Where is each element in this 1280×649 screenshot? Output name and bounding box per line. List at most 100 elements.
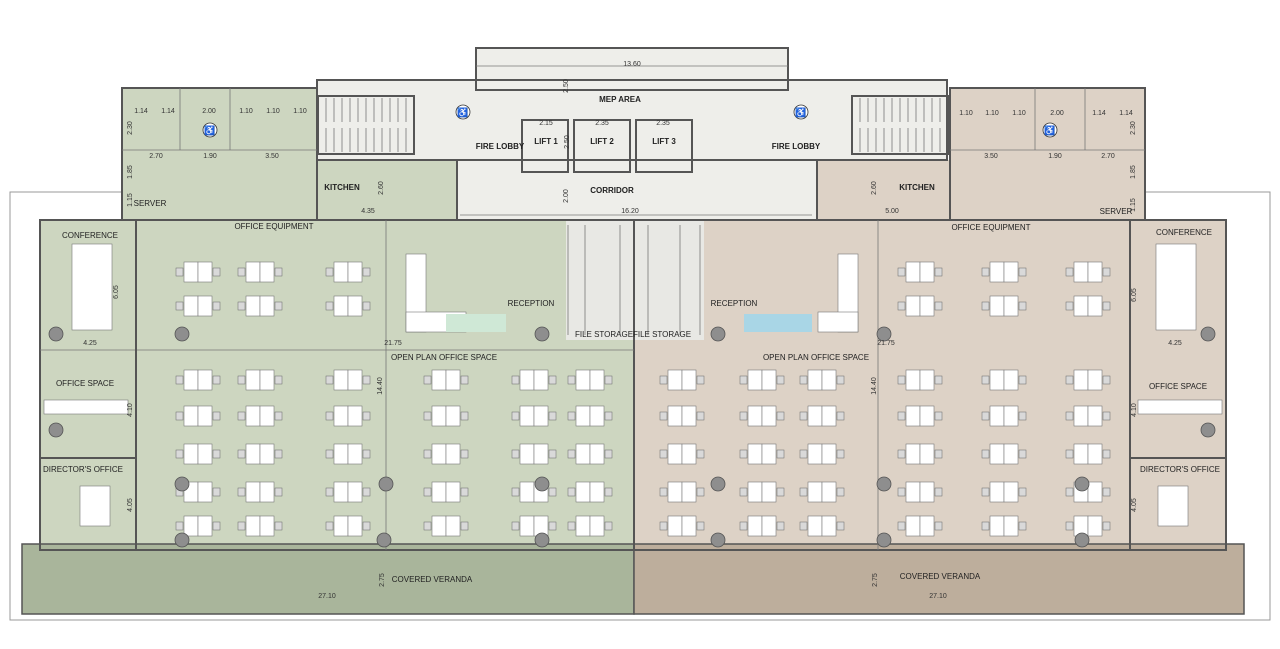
office-chair-icon	[1018, 487, 1027, 497]
office-chair-icon	[1102, 487, 1111, 497]
office-chair-icon	[548, 521, 557, 531]
dim-wc-110-left-b: 1.10	[266, 108, 280, 115]
accessible-toilet-icon: ♿ ♿ ♿ ♿	[202, 104, 1058, 138]
office-chair-icon	[567, 411, 576, 421]
left-service-block	[122, 88, 317, 220]
reception-water-left	[446, 314, 506, 332]
dim-veranda-w-right: 27.10	[929, 593, 947, 600]
office-equipment-left-label: OFFICE EQUIPMENT	[234, 222, 313, 231]
office-chair-icon	[1065, 521, 1074, 531]
right-service-block	[950, 88, 1145, 220]
dim-wc-110-right-b: 1.10	[985, 110, 999, 117]
office-chair-icon	[604, 411, 613, 421]
office-chair-icon	[511, 375, 520, 385]
office-chair-icon	[362, 449, 371, 459]
office-chair-icon	[659, 375, 668, 385]
walls	[39, 47, 1227, 551]
office-chair-icon	[274, 375, 283, 385]
svg-text:♿: ♿	[457, 106, 468, 117]
office-chair-icon	[175, 449, 184, 459]
office-chair-icon	[696, 449, 705, 459]
office-chair-icon	[934, 449, 943, 459]
office-space-right-label: OFFICE SPACE	[1149, 382, 1207, 391]
office-chair-icon	[934, 375, 943, 385]
reception-counter-right-return	[817, 311, 859, 333]
office-chair-icon	[460, 375, 469, 385]
dim-mep-height: 2.50	[563, 79, 570, 93]
office-chair-icon	[776, 449, 785, 459]
office-chair-icon	[981, 411, 990, 421]
office-chair-icon	[237, 487, 246, 497]
office-chair-icon	[548, 411, 557, 421]
office-chair-icon	[175, 301, 184, 311]
office-chair-icon	[659, 411, 668, 421]
office-desk-left	[43, 399, 129, 415]
dim-lift1: 2.15	[539, 120, 553, 127]
office-chair-icon	[836, 521, 845, 531]
structural-column-icon	[376, 532, 392, 548]
office-desk-right	[1137, 399, 1223, 415]
structural-column-icon	[534, 532, 550, 548]
structural-column-icon	[48, 422, 64, 438]
structural-column-icon	[174, 326, 190, 342]
structural-column-icon	[534, 326, 550, 342]
server-left-label: SERVER	[134, 199, 167, 208]
office-chair-icon	[981, 267, 990, 277]
office-chair-icon	[776, 375, 785, 385]
office-space-left-label: OFFICE SPACE	[56, 379, 114, 388]
office-chair-icon	[212, 267, 221, 277]
office-chair-icon	[836, 375, 845, 385]
office-chair-icon	[237, 521, 246, 531]
dim-wc-14b-right: 1.14	[1119, 110, 1133, 117]
office-chair-icon	[175, 267, 184, 277]
file-storage-left-label: FILE STORAGE	[575, 330, 633, 339]
office-chair-icon	[776, 411, 785, 421]
dim-office-h-left: 4.10	[127, 403, 134, 417]
office-chair-icon	[511, 411, 520, 421]
dim-wc-b-right: 1.90	[1048, 153, 1062, 160]
structural-column-icon	[534, 476, 550, 492]
office-chair-icon	[237, 375, 246, 385]
office-chair-icon	[981, 301, 990, 311]
office-chair-icon	[362, 411, 371, 421]
office-chair-icon	[1102, 411, 1111, 421]
office-chair-icon	[659, 521, 668, 531]
office-chair-icon	[799, 375, 808, 385]
office-chair-icon	[1018, 267, 1027, 277]
office-chair-icon	[1018, 301, 1027, 311]
left-kitchen-block	[317, 160, 457, 220]
office-chair-icon	[1065, 375, 1074, 385]
office-chair-icon	[776, 521, 785, 531]
structural-column-icon	[378, 476, 394, 492]
fire-lobby-left-label: FIRE LOBBY	[476, 142, 525, 151]
dim-lift-height: 2.50	[564, 135, 571, 149]
office-chair-icon	[739, 487, 748, 497]
covered-veranda-right-label: COVERED VERANDA	[900, 572, 981, 581]
office-chair-icon	[212, 449, 221, 459]
dim-kitchen-right-w: 5.00	[885, 208, 899, 215]
structural-column-icon	[876, 476, 892, 492]
office-chair-icon	[1065, 449, 1074, 459]
dim-zone-w-right: 21.75	[877, 340, 895, 347]
office-chair-icon	[237, 449, 246, 459]
office-chair-icon	[604, 375, 613, 385]
reception-left-label: RECEPTION	[508, 299, 555, 308]
office-chair-icon	[696, 521, 705, 531]
office-chair-icon	[799, 521, 808, 531]
office-chair-icon	[567, 487, 576, 497]
office-chair-icon	[739, 449, 748, 459]
dim-veranda-w-left: 27.10	[318, 593, 336, 600]
mep-area	[476, 48, 788, 90]
office-chair-icon	[659, 449, 668, 459]
office-chair-icon	[696, 411, 705, 421]
office-chair-icon	[212, 487, 221, 497]
dim-server-h2-right: 1.15	[1130, 198, 1137, 212]
office-chair-icon	[981, 487, 990, 497]
office-chair-icon	[567, 521, 576, 531]
office-chair-icon	[212, 521, 221, 531]
dim-office-h-right: 4.10	[1131, 403, 1138, 417]
dim-wc-110-left-a: 1.10	[239, 108, 253, 115]
dim-corridor-height: 2.00	[563, 189, 570, 203]
office-chair-icon	[897, 487, 906, 497]
mep-area-label: MEP AREA	[599, 95, 641, 104]
